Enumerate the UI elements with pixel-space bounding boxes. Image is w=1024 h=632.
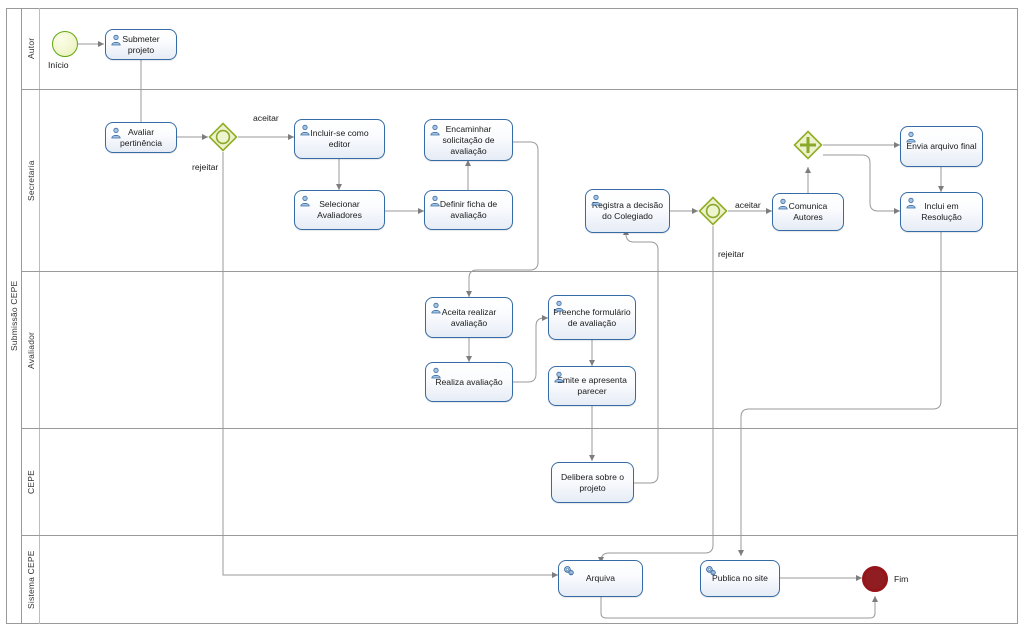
lane-avaliador: Avaliador — [22, 272, 1018, 429]
user-task-icon — [430, 301, 442, 314]
task-label: Emite e apresenta parecer — [557, 375, 627, 396]
pool-label: Submissão CEPE — [9, 280, 19, 352]
lane-label-sistema-cepe: Sistema CEPE — [26, 550, 36, 610]
user-task-icon — [590, 193, 602, 206]
task-label: Arquiva — [585, 573, 616, 583]
flow-label-rejeitar-1: rejeitar — [192, 162, 219, 172]
start-event-caption: Início — [48, 60, 69, 70]
task-label: Submeter projeto — [122, 33, 160, 55]
task-submeter-projeto[interactable]: Submeter projeto — [105, 29, 177, 60]
flow-label-aceitar-2: aceitar — [735, 200, 761, 210]
task-label: Registra a decisão do Colegiado — [591, 200, 664, 221]
task-publica-no-site[interactable]: Publica no site — [700, 560, 780, 597]
lane-autor: Autor — [22, 8, 1018, 90]
task-definir-ficha-de-avaliacao[interactable]: Definir ficha de avaliação — [424, 190, 513, 230]
task-realiza-avaliacao[interactable]: Realiza avaliação — [425, 362, 513, 402]
task-label: Avaliar pertinência — [119, 126, 163, 148]
task-preenche-formulario-avaliacao[interactable]: Preenche formulário de avaliação — [548, 295, 636, 340]
lane-sistema-cepe: Sistema CEPE — [22, 536, 1018, 624]
user-task-icon — [299, 194, 311, 207]
task-arquiva[interactable]: Arquiva — [558, 560, 643, 597]
user-task-icon — [553, 299, 565, 312]
flow-label-aceitar-1: aceitar — [253, 113, 279, 123]
end-event-caption: Fim — [894, 574, 909, 584]
task-label: Envia arquivo final — [906, 141, 977, 151]
service-task-icon — [705, 564, 717, 576]
task-incluir-se-como-editor[interactable]: Incluir-se como editor — [294, 119, 385, 159]
lane-label-column-avaliador: Avaliador — [22, 272, 40, 428]
task-label: Comunica Autores — [788, 201, 828, 222]
exclusive-gateway-pertinencia[interactable] — [208, 122, 238, 152]
exclusive-gateway-decisao[interactable] — [698, 196, 728, 226]
task-label: Delibera sobre o projeto — [560, 471, 625, 493]
service-task-icon — [563, 564, 575, 576]
parallel-gateway[interactable] — [793, 130, 823, 160]
user-task-icon — [905, 196, 917, 209]
task-label: Incluir-se como editor — [310, 128, 369, 149]
task-label: Preenche formulário de avaliação — [553, 306, 631, 328]
task-envia-arquivo-final[interactable]: Envia arquivo final — [900, 126, 983, 167]
task-emite-apresenta-parecer[interactable]: Emite e apresenta parecer — [548, 366, 636, 406]
lane-label-secretaria: Secretaria — [26, 160, 36, 201]
user-task-icon — [110, 33, 122, 46]
lane-label-column-cepe: CEPE — [22, 429, 40, 535]
task-avaliar-pertinencia[interactable]: Avaliar pertinência — [105, 122, 177, 153]
task-label: Realiza avaliação — [435, 376, 503, 387]
task-delibera-sobre-o-projeto[interactable]: Delibera sobre o projeto — [551, 462, 634, 503]
user-task-icon — [905, 130, 917, 143]
lane-label-column-secretaria: Secretaria — [22, 90, 40, 271]
user-task-icon — [299, 123, 311, 136]
flow-label-rejeitar-2: rejeitar — [718, 249, 745, 259]
task-label: Definir ficha de avaliação — [439, 199, 498, 220]
task-encaminhar-solicitacao-de-avaliacao[interactable]: Encaminhar solicitação de avaliação — [424, 119, 513, 161]
task-label: Encaminhar solicitação de avaliação — [442, 123, 495, 156]
user-task-icon — [429, 194, 441, 207]
user-task-icon — [553, 370, 565, 383]
task-inclui-em-resolucao[interactable]: Inclui em Resolução — [900, 192, 983, 232]
task-comunica-autores[interactable]: Comunica Autores — [772, 193, 844, 231]
lane-label-cepe: CEPE — [26, 470, 36, 494]
lane-label-avaliador: Avaliador — [26, 331, 36, 369]
lane-label-column-autor: Autor — [22, 8, 40, 89]
lane-cepe: CEPE — [22, 429, 1018, 536]
task-selecionar-avaliadores[interactable]: Selecionar Avaliadores — [294, 190, 385, 230]
task-label: Publica no site — [712, 573, 768, 583]
pool-label-column: Submissão CEPE — [6, 8, 22, 624]
start-event-inicio[interactable] — [52, 31, 78, 57]
task-aceita-realizar-avaliacao[interactable]: Aceita realizar avaliação — [425, 297, 513, 338]
task-label: Inclui em Resolução — [921, 201, 962, 222]
lane-label-autor: Autor — [26, 37, 36, 60]
user-task-icon — [110, 126, 122, 139]
user-task-icon — [777, 197, 789, 210]
end-event-fim[interactable] — [862, 566, 888, 592]
lane-secretaria: Secretaria — [22, 90, 1018, 272]
task-registra-decisao-colegiado[interactable]: Registra a decisão do Colegiado — [585, 189, 670, 233]
task-label: Selecionar Avaliadores — [317, 199, 362, 220]
user-task-icon — [429, 123, 441, 136]
user-task-icon — [430, 366, 442, 379]
lane-label-column-sistema-cepe: Sistema CEPE — [22, 536, 40, 624]
task-label: Aceita realizar avaliação — [441, 306, 497, 328]
